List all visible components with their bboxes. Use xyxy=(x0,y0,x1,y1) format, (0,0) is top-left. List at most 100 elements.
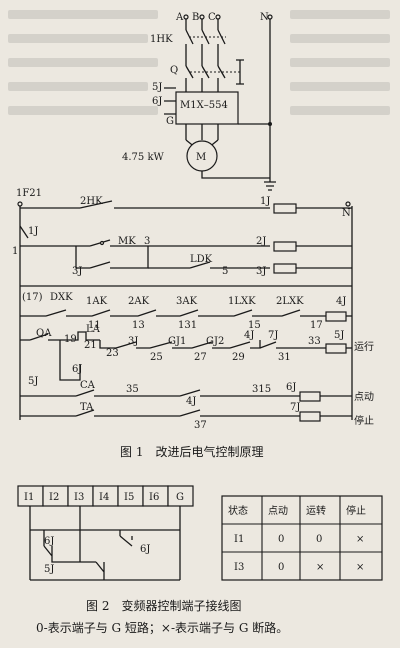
relay-6j-label: 6J xyxy=(152,96,162,107)
n131-label: 131 xyxy=(178,320,197,331)
terminal-wiring: I1 I2 I3 I4 I5 I6 G 6J 6J 5J xyxy=(17,485,194,581)
qa-label: QA xyxy=(36,328,52,339)
c6j-label: 6J xyxy=(72,364,82,375)
fig1-caption: 图 1 改进后电气控制原理 xyxy=(120,444,263,459)
ground-terminal-label: G xyxy=(166,116,174,127)
contact-3j-label: 3J xyxy=(72,266,82,277)
control-top-terminal xyxy=(17,201,23,207)
row5-wire xyxy=(99,340,326,349)
coil-4j-label: 4J xyxy=(336,296,346,307)
coil-5j-label: 5J xyxy=(334,330,344,341)
relay-6j-contact-upper xyxy=(43,530,80,563)
neutral-line xyxy=(201,19,271,179)
state-table-r2-c2: 0 xyxy=(278,562,284,573)
ak1-label: 1AK xyxy=(86,296,108,307)
state-table-r2-c1: I3 xyxy=(234,562,244,573)
jog-label: 点动 xyxy=(354,391,374,403)
c3j-label: 3J xyxy=(128,336,138,347)
state-table-border xyxy=(221,495,383,581)
gj2-label: GJ2 xyxy=(206,336,224,347)
phase-b-terminal xyxy=(199,14,205,20)
node-1-label: 1 xyxy=(12,246,18,257)
coil-7j-label: 7J xyxy=(290,402,300,413)
state-table-header-run: 运转 xyxy=(306,504,326,517)
relay-5j-lower-label: 5J xyxy=(44,564,54,575)
terminal-i4-label: I4 xyxy=(99,492,109,503)
coil-2j-label: 2J xyxy=(256,236,266,247)
switch-2hk-label: 2HK xyxy=(80,196,103,207)
state-table-header-state: 状态 xyxy=(228,504,248,517)
state-table-r1-c1: I1 xyxy=(234,534,244,545)
n37-label: 37 xyxy=(194,420,207,431)
mk-contact-dot xyxy=(99,240,105,246)
n21-label: 21 xyxy=(84,340,97,351)
c5j-label: 5J xyxy=(28,376,38,387)
n33-label: 33 xyxy=(308,336,321,347)
motor-power-label: 4.75 kW xyxy=(122,152,165,163)
n27-label: 27 xyxy=(194,352,207,363)
stop-label: 停止 xyxy=(354,414,374,427)
phase-b-label: B xyxy=(192,12,199,23)
n35-label: 35 xyxy=(126,384,139,395)
ground-symbol-icon xyxy=(264,181,276,191)
coil-7j xyxy=(299,411,321,422)
n13-label: 13 xyxy=(132,320,145,331)
c4j-b-label: 4J xyxy=(186,396,196,407)
state-table-r1-c4: × xyxy=(356,534,364,545)
row5-qa-la xyxy=(20,331,100,348)
n11-label: 11 xyxy=(88,320,101,331)
contactor-q-contacts xyxy=(185,65,226,79)
inverter-input-leads xyxy=(164,87,176,115)
n15-label: 15 xyxy=(248,320,261,331)
inverter-label: M1X–554 xyxy=(180,100,228,111)
ak2-label: 2AK xyxy=(128,296,150,307)
coil-6j-label: 6J xyxy=(286,382,296,393)
contact-1j-label: 1J xyxy=(28,226,38,237)
coil-6j xyxy=(299,391,321,402)
contactor-q-label: Q xyxy=(170,65,178,76)
n23-label: 23 xyxy=(106,348,119,359)
neutral-terminal xyxy=(267,14,273,20)
state-table: 状态 点动 运转 停止 I1 0 0 × I3 0 × × xyxy=(221,495,383,581)
phase-feed-wires xyxy=(185,19,219,30)
label-1f21: 1F21 xyxy=(16,188,42,199)
fig2-caption: 图 2 变频器控制端子接线图 xyxy=(86,598,241,613)
node-3-label: 3 xyxy=(144,236,150,247)
coil-3j-label: 3J xyxy=(256,266,266,277)
n31-label: 31 xyxy=(278,352,291,363)
terminal-g-label: G xyxy=(176,492,184,503)
c7j-label: 7J xyxy=(268,330,278,341)
dxk-label: DXK xyxy=(50,292,73,303)
control-neutral-label: N xyxy=(342,208,351,219)
terminal-i3-label: I3 xyxy=(74,492,84,503)
node-17-paren-label: (17) xyxy=(22,292,43,303)
coil-1j xyxy=(273,203,297,214)
row6-wire xyxy=(20,389,300,397)
bleed-through-text xyxy=(0,0,400,130)
relay-6j-contact-mid xyxy=(119,530,133,547)
n17-label: 17 xyxy=(310,320,323,331)
phase-c-terminal xyxy=(215,14,221,20)
state-table-r2-c4: × xyxy=(356,562,364,573)
motor-label: M xyxy=(196,152,206,163)
gj1-label: GJ1 xyxy=(168,336,186,347)
lxk2-label: 2LXK xyxy=(276,296,304,307)
coil-2j xyxy=(273,241,297,252)
coil-3j xyxy=(273,263,297,274)
relay-6j-mid-label: 6J xyxy=(140,544,150,555)
coil-1j-label: 1J xyxy=(260,196,270,207)
n29-label: 29 xyxy=(232,352,245,363)
relay-5j-label: 5J xyxy=(152,82,162,93)
contactor-q-coil xyxy=(236,59,244,85)
coil-5j xyxy=(325,343,347,354)
inverter-box xyxy=(175,91,239,125)
row1-wire xyxy=(20,200,270,209)
terminal-strip: I1 I2 I3 I4 I5 I6 G xyxy=(17,485,194,507)
state-table-header-stop: 停止 xyxy=(346,504,366,517)
terminal-i2-label: I2 xyxy=(49,492,59,503)
ak3-label: 3AK xyxy=(176,296,198,307)
terminal-i5-label: I5 xyxy=(124,492,134,503)
lxk1-label: 1LXK xyxy=(228,296,256,307)
